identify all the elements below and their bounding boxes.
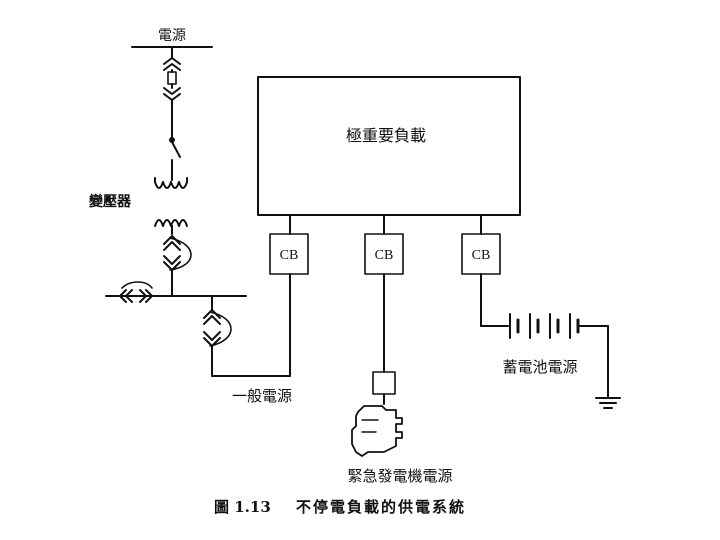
generator-engine-icon bbox=[351, 405, 403, 457]
cb-label-battery: CB bbox=[472, 248, 491, 263]
cb-label-normal: CB bbox=[280, 248, 299, 263]
tie-breaker bbox=[119, 281, 153, 303]
figure-number: 圖 1.13 bbox=[214, 498, 271, 516]
transformer-primary-coil bbox=[154, 181, 188, 189]
drawout-contact-upper bbox=[163, 57, 181, 71]
drawout-contact-lower bbox=[163, 87, 181, 101]
critical-load-box bbox=[257, 76, 521, 216]
figure-title: 不停電負載的供電系統 bbox=[296, 498, 466, 516]
transformer-secondary-coil bbox=[154, 219, 188, 227]
label-battery-power: 蓄電池電源 bbox=[502, 358, 577, 376]
generator-connector bbox=[372, 371, 396, 395]
label-emergency-generator: 緊急發電機電源 bbox=[347, 467, 452, 485]
fuse bbox=[167, 71, 177, 85]
drawout-breaker-transformer bbox=[163, 235, 192, 271]
circuit-breaker-normal bbox=[269, 233, 309, 275]
ground-icon bbox=[595, 397, 621, 409]
label-transformer: 變壓器 bbox=[89, 193, 132, 210]
cb-label-generator: CB bbox=[375, 248, 394, 263]
battery-icon bbox=[509, 313, 580, 339]
label-power-source: 電源 bbox=[158, 28, 186, 44]
label-normal-power: 一般電源 bbox=[232, 387, 292, 405]
label-critical-load: 極重要負載 bbox=[346, 126, 426, 145]
drawout-breaker-branch bbox=[203, 309, 232, 347]
disconnect-switch bbox=[171, 141, 181, 158]
